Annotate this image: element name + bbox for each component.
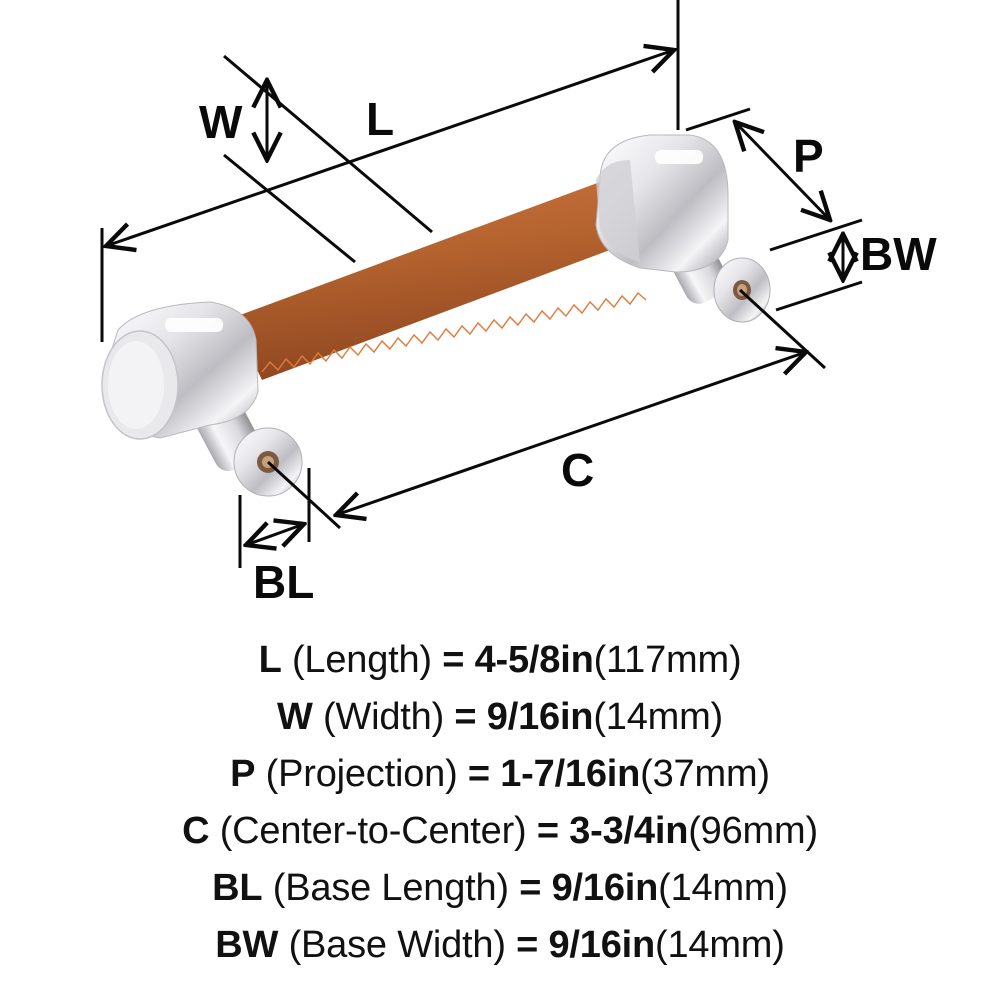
spec-symbol: C [182,810,210,852]
spec-symbol: L [258,639,282,681]
spec-metric: (117mm) [593,639,742,681]
spec-symbol: W [276,696,313,738]
spec-name: (Projection) [265,753,458,795]
spec-imperial: 9/16in [486,696,594,738]
label-p: P [793,130,824,182]
spec-width: W (Width) = 9/16in(14mm) [0,689,1000,746]
spec-name: (Length) [291,639,432,681]
spec-name: (Width) [323,696,445,738]
label-bl: BL [253,556,314,608]
spec-length: L (Length) = 4-5/8in(117mm) [0,632,1000,689]
spec-name: (Base Width) [288,924,506,966]
spec-imperial: 9/16in [548,924,656,966]
spec-center-to-center: C (Center-to-Center) = 3-3/4in(96mm) [0,803,1000,860]
spec-metric: (96mm) [688,810,818,852]
label-w: W [199,96,243,148]
spec-base-width: BW (Base Width) = 9/16in(14mm) [0,917,1000,974]
spec-symbol: BL [212,867,263,909]
spec-metric: (14mm) [655,924,785,966]
label-c: C [561,444,594,496]
spec-name: (Center-to-Center) [219,810,527,852]
spec-projection: P (Projection) = 1-7/16in(37mm) [0,746,1000,803]
spec-metric: (14mm) [593,696,723,738]
specifications-list: L (Length) = 4-5/8in(117mm) W (Width) = … [0,632,1000,974]
spec-imperial: 4-5/8in [474,639,594,681]
spec-imperial: 3-3/4in [569,810,689,852]
stitching [261,291,647,373]
spec-imperial: 1-7/16in [500,753,641,795]
spec-symbol: BW [215,924,279,966]
spec-metric: (37mm) [640,753,770,795]
spec-equals: = [467,753,490,795]
spec-equals: = [454,696,477,738]
spec-equals: = [536,810,559,852]
spec-equals: = [519,867,542,909]
spec-symbol: P [230,753,256,795]
spec-name: (Base Length) [272,867,509,909]
spec-metric: (14mm) [658,867,788,909]
spec-equals: = [516,924,539,966]
label-bw: BW [860,228,937,280]
label-l: L [366,93,394,145]
dimension-lines [100,0,863,568]
spec-equals: = [442,639,465,681]
pull-dimension-diagram: W L P BW C BL [100,0,937,608]
spec-base-length: BL (Base Length) = 9/16in(14mm) [0,860,1000,917]
spec-imperial: 9/16in [551,867,659,909]
